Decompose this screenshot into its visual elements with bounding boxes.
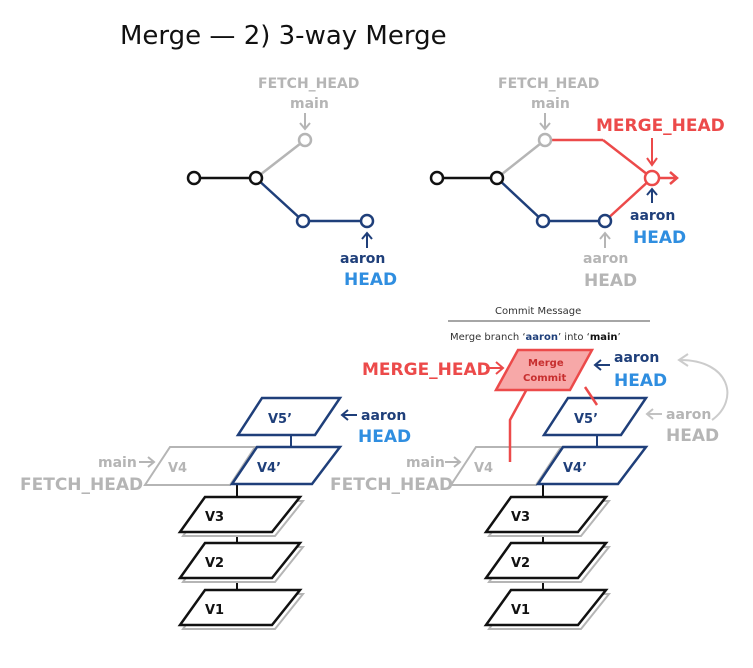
- commit-message-text: Merge branch ‘aaron’ into ‘main’: [450, 332, 621, 343]
- head-label: HEAD: [614, 371, 667, 391]
- right-arrow-icon: [658, 171, 679, 185]
- layer-v4-prime-label: V4’: [257, 461, 281, 476]
- layer-v1-label: V1: [205, 603, 224, 618]
- up-arrow-icon: [361, 231, 373, 248]
- layer-v4-prime: [229, 445, 343, 486]
- layer-v5-prime: [235, 396, 343, 437]
- commit-node-aaron-tip: [359, 213, 375, 229]
- aaron-label: aaron: [630, 208, 675, 224]
- layer-v3: [483, 495, 609, 534]
- left-arrow-icon: [593, 359, 610, 371]
- commit-graph-after: FETCH_HEAD main MERGE_HEAD aaron HEAD aa…: [429, 76, 725, 291]
- aaron-label: aaron: [361, 408, 406, 424]
- page-title: Merge — 2) 3-way Merge: [120, 21, 447, 51]
- merge-commit-line1: Merge: [528, 358, 564, 369]
- main-label: main: [406, 455, 445, 471]
- head-label: HEAD: [358, 427, 411, 447]
- commit-graph-before: FETCH_HEAD main aaron HEAD: [186, 76, 397, 290]
- layer-v2: [483, 541, 609, 580]
- main-label: main: [531, 96, 570, 112]
- layer-v1: [483, 588, 609, 627]
- commit-message-middle: ’ into ‘: [558, 332, 590, 343]
- up-arrow-icon: [646, 187, 658, 203]
- commit-node: [186, 170, 202, 186]
- layer-v4-prime: [535, 445, 649, 486]
- layer-v3-label: V3: [511, 510, 530, 525]
- commit-message-heading: Commit Message: [495, 306, 581, 317]
- left-arrow-icon: [340, 409, 357, 421]
- curved-arrow-icon: [677, 353, 729, 421]
- aaron-label-old: aaron: [583, 251, 628, 267]
- layer-v2-label: V2: [511, 556, 530, 571]
- layer-v5-prime: [541, 396, 649, 437]
- layer-v3: [177, 495, 303, 534]
- aaron-label: aaron: [340, 251, 385, 267]
- commit-node-main: [297, 132, 313, 148]
- merge-commit-layer: [493, 348, 595, 392]
- commit-node: [429, 170, 445, 186]
- fetch-head-label: FETCH_HEAD: [330, 475, 453, 495]
- fetch-head-label: FETCH_HEAD: [498, 76, 599, 92]
- head-label-old: HEAD: [666, 426, 719, 446]
- merge-commit-line2: Commit: [523, 373, 566, 384]
- commit-node-aaron-tip: [597, 213, 613, 229]
- merge-commit-node: [643, 169, 661, 187]
- down-arrow-icon: [539, 113, 551, 131]
- left-arrow-icon: [645, 408, 662, 420]
- layer-v2-label: V2: [205, 556, 224, 571]
- fetch-head-label: FETCH_HEAD: [20, 475, 143, 495]
- commit-message-prefix: Merge branch ‘: [450, 332, 526, 343]
- head-label: HEAD: [633, 228, 686, 248]
- commit-node: [489, 170, 505, 186]
- layer-v4-label: V4: [168, 461, 187, 476]
- up-arrow-icon: [599, 231, 611, 248]
- snapshot-stack-after: V1 V2 V3 V4 V4’ V5’ Merge Commit Commit …: [330, 306, 729, 630]
- commit-node-main: [537, 132, 553, 148]
- right-arrow-icon: [486, 361, 505, 375]
- aaron-label: aaron: [614, 350, 659, 366]
- layer-v3-label: V3: [205, 510, 224, 525]
- commit-node: [248, 170, 264, 186]
- main-label: main: [98, 455, 137, 471]
- right-arrow-icon: [445, 456, 462, 468]
- layer-v1-label: V1: [511, 603, 530, 618]
- commit-node-aaron: [535, 213, 551, 229]
- layer-v5-prime-label: V5’: [574, 412, 598, 427]
- merge-link-main: [508, 386, 530, 462]
- layer-v1: [177, 588, 303, 627]
- layer-v5-prime-label: V5’: [268, 412, 292, 427]
- layer-v4-prime-label: V4’: [563, 461, 587, 476]
- merge-head-label: MERGE_HEAD: [596, 116, 725, 136]
- merge-link-aaron: [583, 386, 599, 406]
- layer-v4-label: V4: [474, 461, 493, 476]
- head-label-old: HEAD: [584, 271, 637, 291]
- down-arrow-icon: [646, 138, 658, 167]
- head-label: HEAD: [344, 270, 397, 290]
- snapshot-stack-before: V1 V2 V3 V4 V4’ V5’ main FETCH_HEAD aaro…: [20, 396, 411, 630]
- commit-message-branch: aaron: [526, 332, 558, 343]
- right-arrow-icon: [139, 456, 156, 468]
- aaron-label-old: aaron: [666, 407, 711, 423]
- down-arrow-icon: [299, 113, 311, 131]
- main-label: main: [290, 96, 329, 112]
- commit-message-target: main: [590, 332, 618, 343]
- layer-v2: [177, 541, 303, 580]
- fetch-head-label: FETCH_HEAD: [258, 76, 359, 92]
- merge-head-label: MERGE_HEAD: [362, 360, 491, 380]
- commit-node-aaron: [295, 213, 311, 229]
- commit-message-suffix: ’: [618, 332, 621, 343]
